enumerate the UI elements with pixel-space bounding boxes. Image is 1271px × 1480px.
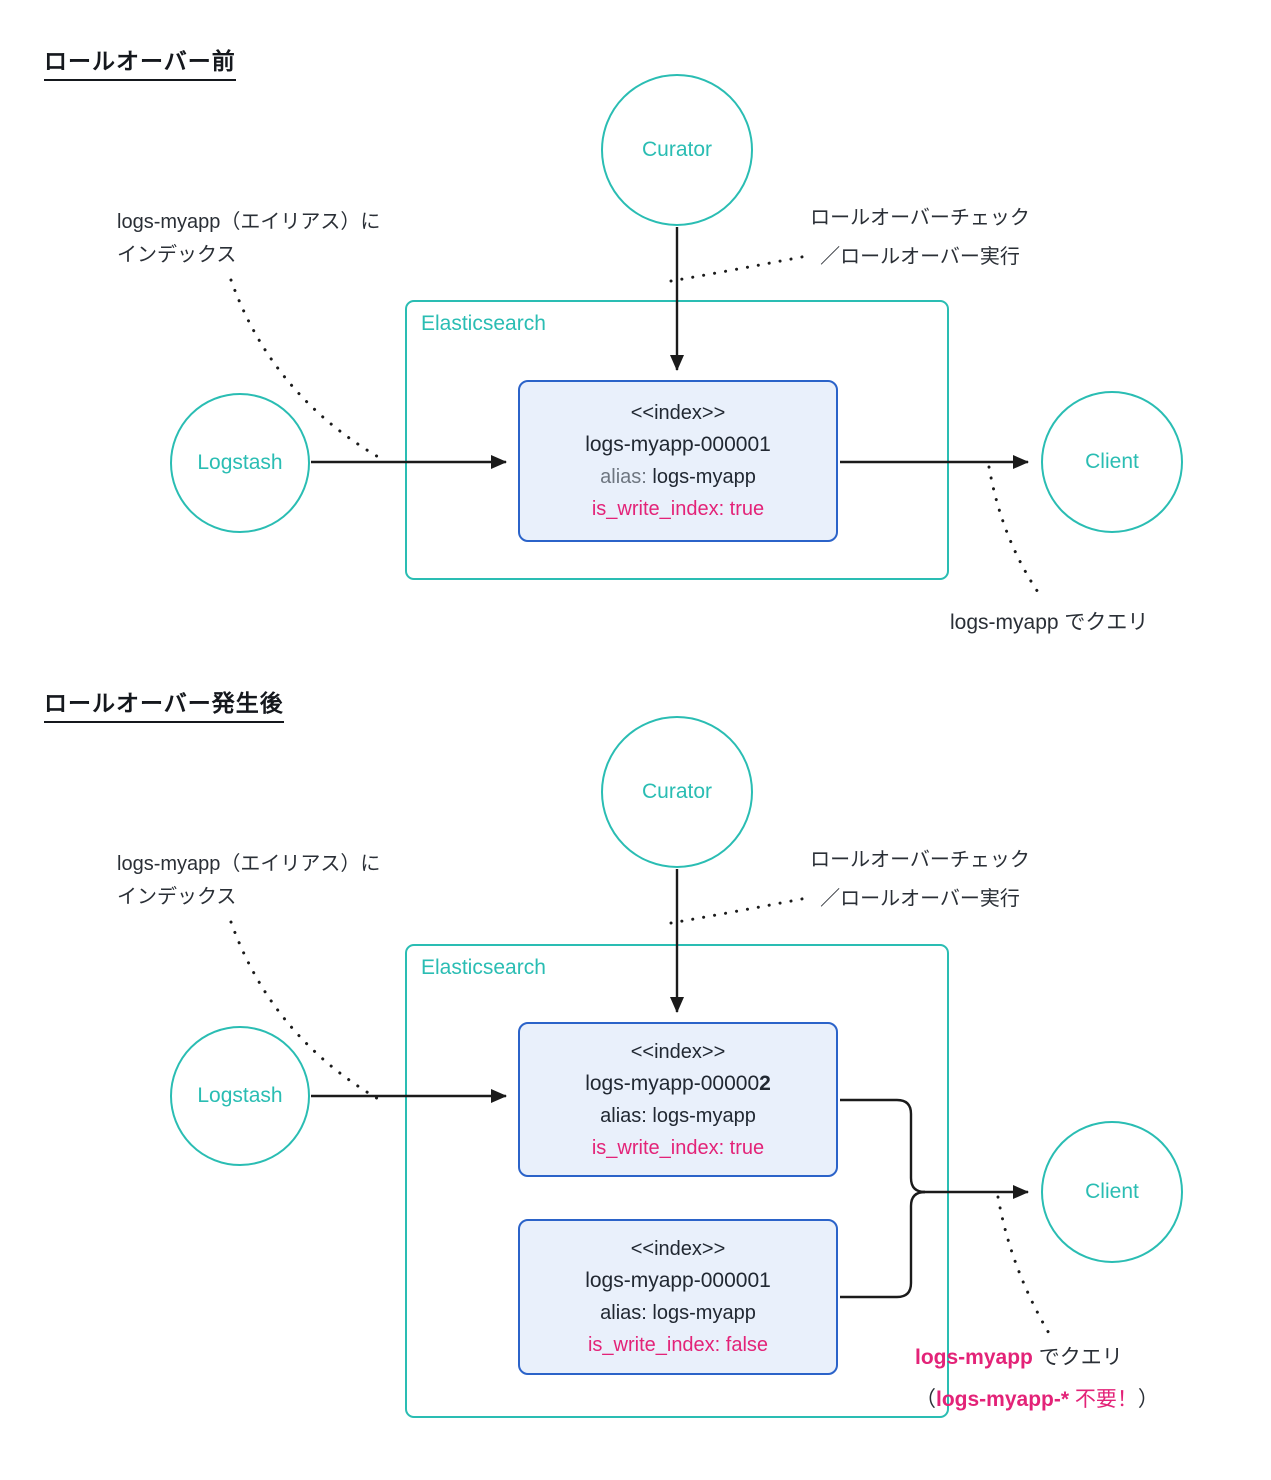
index-stereotype: <<index>> bbox=[630, 402, 726, 424]
index-box-000002-after: <<index>> logs-myapp-000002 alias: logs-… bbox=[518, 1022, 838, 1177]
node-logstash-1: Logstash bbox=[170, 393, 310, 533]
dotted-link-query-note-2 bbox=[996, 1195, 1055, 1342]
node-label: Client bbox=[1085, 450, 1139, 473]
node-label: Logstash bbox=[197, 451, 283, 474]
index-name: logs-myapp-000002 bbox=[585, 1071, 771, 1095]
index-write-flag: is_write_index: false bbox=[587, 1334, 769, 1356]
note-line: ロールオーバーチェック bbox=[810, 207, 1030, 229]
index-stereotype: <<index>> bbox=[630, 1040, 726, 1063]
note-query-with-alias-2: logs-myapp でクエリ （logs-myapp-* 不要！） bbox=[915, 1337, 1159, 1421]
query-note-line-2: （logs-myapp-* 不要！） bbox=[915, 1388, 1159, 1411]
node-client-1: Client bbox=[1041, 391, 1183, 533]
index-alias: alias: logs-myapp bbox=[600, 1104, 756, 1127]
node-label: Logstash bbox=[197, 1084, 283, 1107]
note-line: logs-myapp（エイリアス）に bbox=[117, 211, 381, 233]
index-box-000001-after: <<index>> logs-myapp-000001 alias: logs-… bbox=[518, 1219, 838, 1375]
index-stereotype: <<index>> bbox=[630, 1238, 726, 1260]
note-line: ロールオーバーチェック bbox=[810, 849, 1030, 871]
dotted-link-query-note-1 bbox=[987, 465, 1044, 600]
note-query-with-alias-1: logs-myapp でクエリ bbox=[950, 611, 1149, 634]
note-line: ／ロールオーバー実行 bbox=[820, 246, 1020, 268]
note-rollover-check-1: ロールオーバーチェック ／ロールオーバー実行 bbox=[785, 199, 1055, 277]
index-alias: alias: logs-myapp bbox=[600, 1302, 756, 1324]
section-title-before-rollover: ロールオーバー前 bbox=[44, 42, 236, 81]
note-line: ／ロールオーバー実行 bbox=[820, 888, 1020, 910]
index-name: logs-myapp-000001 bbox=[585, 1269, 771, 1292]
elasticsearch-label: Elasticsearch bbox=[421, 956, 546, 979]
note-rollover-check-2: ロールオーバーチェック ／ロールオーバー実行 bbox=[785, 841, 1055, 919]
index-box-000001-before: <<index>> logs-myapp-000001 alias: logs-… bbox=[518, 380, 838, 542]
note-index-to-alias-1: logs-myapp（エイリアス）に インデックス bbox=[117, 206, 380, 272]
index-write-flag: is_write_index: true bbox=[591, 1136, 765, 1159]
node-label: Curator bbox=[641, 780, 713, 803]
note-line: インデックス bbox=[117, 886, 237, 908]
index-name: logs-myapp-000001 bbox=[585, 433, 771, 456]
node-client-2: Client bbox=[1041, 1121, 1183, 1263]
node-label: Client bbox=[1085, 1180, 1139, 1203]
node-logstash-2: Logstash bbox=[170, 1026, 310, 1166]
index-write-flag: is_write_index: true bbox=[591, 498, 765, 520]
note-index-to-alias-2: logs-myapp（エイリアス）に インデックス bbox=[117, 848, 380, 914]
note-line: インデックス bbox=[117, 244, 237, 266]
index-alias: alias: logs-myapp bbox=[600, 466, 756, 488]
node-curator-2: Curator bbox=[601, 716, 753, 868]
node-curator-1: Curator bbox=[601, 74, 753, 226]
node-label: Curator bbox=[641, 138, 713, 161]
query-note-line-1: logs-myapp でクエリ bbox=[915, 1346, 1123, 1369]
section-title-after-rollover: ロールオーバー発生後 bbox=[44, 684, 284, 723]
note-line: logs-myapp（エイリアス）に bbox=[117, 853, 381, 875]
elasticsearch-label: Elasticsearch bbox=[421, 312, 546, 335]
